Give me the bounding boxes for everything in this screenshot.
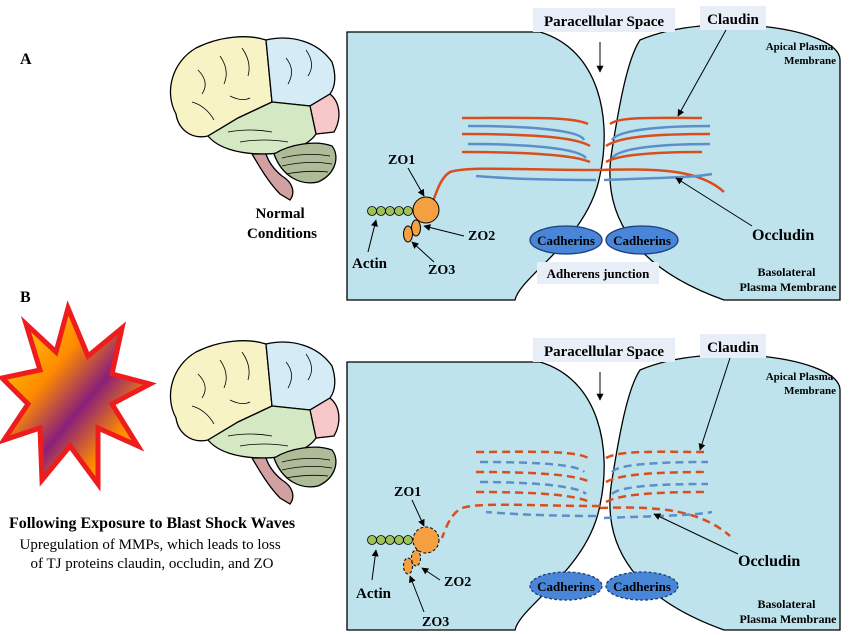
zo-proteins-degraded bbox=[403, 526, 440, 575]
cell-pair bbox=[346, 24, 841, 301]
claudin-label: Claudin bbox=[707, 340, 759, 356]
zo1-label: ZO1 bbox=[394, 485, 421, 500]
disrupted-tight-junction-strands bbox=[440, 450, 731, 539]
claudin-label: Claudin bbox=[707, 12, 759, 28]
claudin-arrow bbox=[698, 357, 731, 451]
zo2-label: ZO2 bbox=[468, 229, 495, 244]
tight-junction-strands bbox=[430, 116, 725, 205]
zo3-label: ZO3 bbox=[422, 615, 449, 630]
cadherin-right-degraded bbox=[605, 571, 679, 601]
brain-normal-icon bbox=[169, 36, 340, 201]
occludin-arrow bbox=[653, 513, 739, 555]
basolateral-label: Basolateral Plasma Membrane bbox=[740, 265, 838, 294]
brain-injured-icon bbox=[169, 340, 340, 505]
occludin-tail bbox=[430, 167, 601, 205]
zo1-label: ZO1 bbox=[388, 153, 415, 168]
occludin-label: Occludin bbox=[738, 553, 800, 570]
apical-label: Apical Plasma Membrane bbox=[766, 41, 836, 67]
svg-text:Cadherins: Cadherins bbox=[537, 579, 595, 594]
condition-label: Normal Conditions bbox=[247, 206, 317, 242]
adherens-label-box bbox=[537, 262, 659, 284]
basolateral-label: Basolateral Plasma Membrane bbox=[740, 597, 838, 626]
panel-a-letter: A bbox=[20, 51, 32, 68]
cadherin-left-degraded bbox=[529, 571, 603, 601]
zo-proteins bbox=[403, 196, 440, 243]
adherens-label: Adherens junction bbox=[547, 266, 650, 281]
actin-label: Actin bbox=[356, 586, 392, 602]
paracellular-label: Paracellular Space bbox=[544, 344, 664, 360]
svg-text:Cadherins: Cadherins bbox=[613, 233, 671, 248]
claudin-label-box bbox=[700, 334, 766, 358]
claudin-arrow bbox=[677, 29, 727, 117]
panel-a: A Normal Conditions Paracellular Space C… bbox=[20, 6, 841, 301]
actin-filament bbox=[367, 535, 413, 545]
svg-text:Cadherins: Cadherins bbox=[537, 233, 595, 248]
paracellular-label-box bbox=[533, 8, 675, 32]
paracellular-label-box bbox=[533, 338, 675, 362]
blast-shockwave-icon bbox=[0, 300, 157, 492]
actin-filament bbox=[367, 206, 413, 216]
apical-label: Apical Plasma Membrane bbox=[766, 371, 836, 397]
panel-b-letter: B bbox=[20, 289, 31, 306]
occludin-label: Occludin bbox=[752, 227, 814, 244]
actin-label: Actin bbox=[352, 256, 388, 272]
svg-text:Cadherins: Cadherins bbox=[613, 579, 671, 594]
panel-b-heading: Following Exposure to Blast Shock Waves bbox=[9, 515, 295, 532]
claudin-label-box bbox=[700, 6, 766, 30]
paracellular-label: Paracellular Space bbox=[544, 14, 664, 30]
panel-b: B Following Exposure to Blast Shock Wave… bbox=[0, 289, 841, 631]
zo2-label: ZO2 bbox=[444, 575, 471, 590]
panel-b-description: Upregulation of MMPs, which leads to los… bbox=[20, 537, 285, 572]
occludin-arrow bbox=[675, 177, 753, 227]
zo3-label: ZO3 bbox=[428, 263, 455, 278]
cadherin-left bbox=[529, 225, 603, 255]
cadherin-right bbox=[605, 225, 679, 255]
